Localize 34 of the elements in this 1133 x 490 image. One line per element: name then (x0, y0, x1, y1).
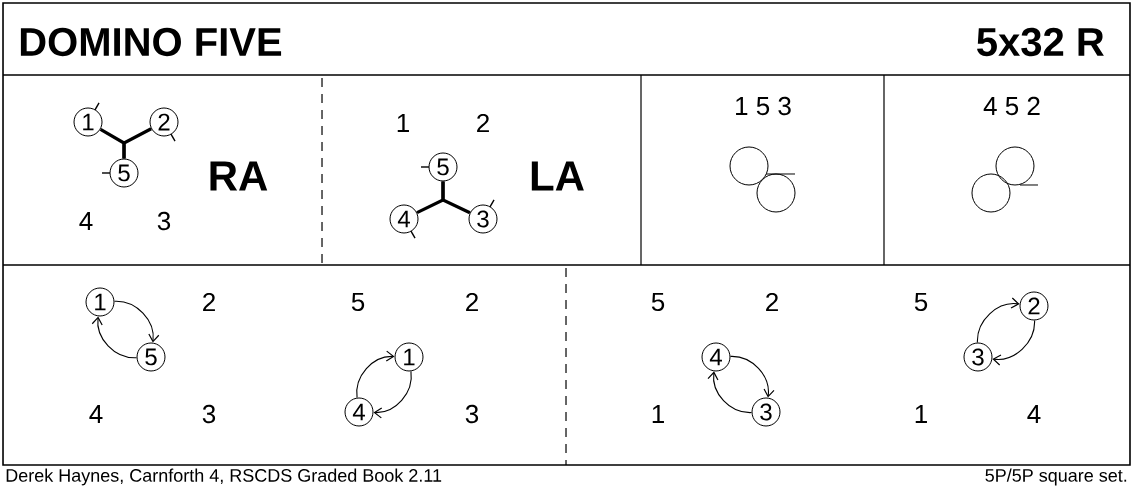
position-numbers: 4 5 2 (983, 96, 1040, 116)
position-number: 2 (466, 292, 478, 312)
position-number: 5 (651, 292, 665, 312)
curved-arrow (976, 297, 1020, 344)
position-number: 5 (914, 292, 928, 312)
position-number: 3 (157, 211, 171, 231)
position-number: 3 (202, 404, 216, 424)
position-numbers: 1 5 3 (736, 96, 791, 116)
set-note: 5P/5P square set. (985, 468, 1127, 486)
position-number: 3 (465, 404, 479, 424)
position-number: 1 (652, 405, 664, 423)
figure-label: LA (531, 161, 584, 191)
position-number: 2 (766, 292, 778, 312)
credit-line: Derek Haynes, Carnforth 4, RSCDS Graded Book 2.11 (6, 468, 442, 486)
position-number: 1 (397, 114, 409, 132)
title: DOMINO FIVE (20, 27, 282, 57)
position-number: 1 (915, 405, 927, 423)
curved-arrow (356, 350, 395, 399)
position-number: 2 (203, 292, 215, 312)
position-number: 5 (351, 292, 365, 312)
curved-arrow (992, 319, 1036, 366)
hand-line (122, 127, 152, 159)
figure-label: RA (210, 161, 268, 191)
curved-arrow (729, 355, 775, 398)
position-number: 4 (89, 405, 103, 423)
position-number: 4 (1027, 405, 1041, 423)
position-number: 4 (79, 212, 93, 230)
curved-arrow (707, 371, 753, 414)
curved-arrow (91, 316, 138, 359)
curved-arrow (113, 300, 160, 343)
curved-arrow (373, 370, 412, 419)
position-number: 2 (477, 113, 489, 133)
hand-line (441, 181, 471, 215)
dance-code: 5x32 R (977, 27, 1104, 57)
